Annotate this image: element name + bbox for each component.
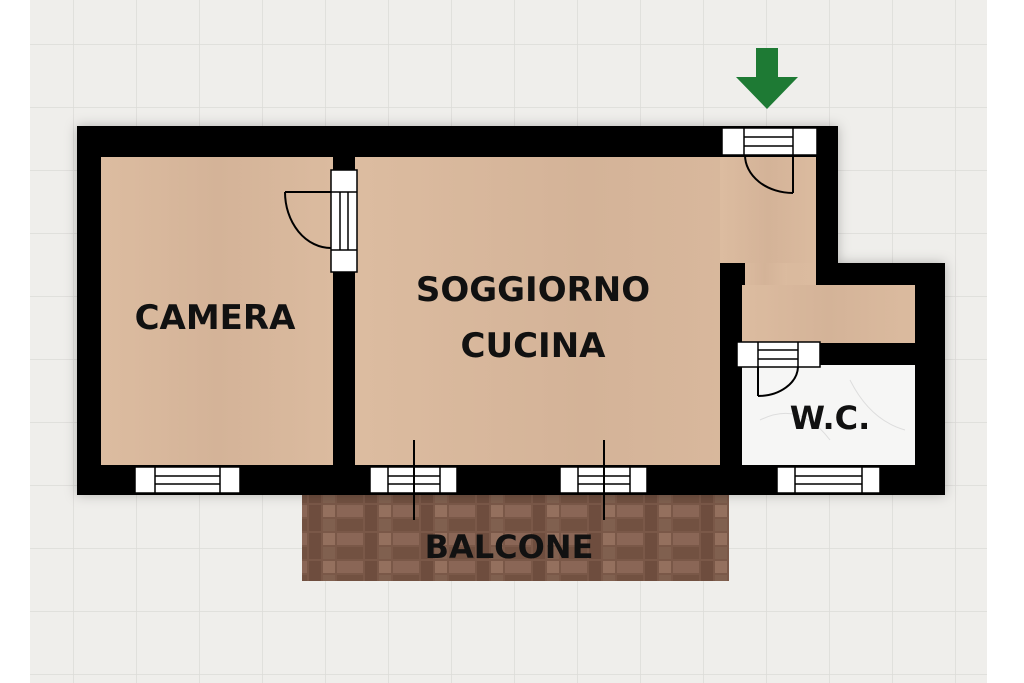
- room-label-balcone: BALCONE: [425, 528, 594, 566]
- room-label-camera: CAMERA: [135, 298, 297, 338]
- wc-door: [736, 341, 821, 397]
- doors: [284, 127, 821, 397]
- balcony-floor: [302, 495, 729, 581]
- window-camera: [134, 466, 241, 494]
- room-label-wc: W.C.: [790, 399, 870, 437]
- entrance-door: [721, 127, 818, 194]
- wall: [720, 263, 742, 465]
- hallway-floor: [742, 285, 915, 343]
- windows: [134, 440, 881, 520]
- room-label-cucina: CUCINA: [461, 326, 607, 366]
- camera-floor: [101, 157, 333, 465]
- wc-floor: [742, 365, 915, 465]
- camera-door: [284, 169, 358, 273]
- window-wc: [776, 466, 881, 494]
- room-label-soggiorno: SOGGIORNO: [416, 270, 650, 310]
- arrow-down-icon: [736, 48, 798, 109]
